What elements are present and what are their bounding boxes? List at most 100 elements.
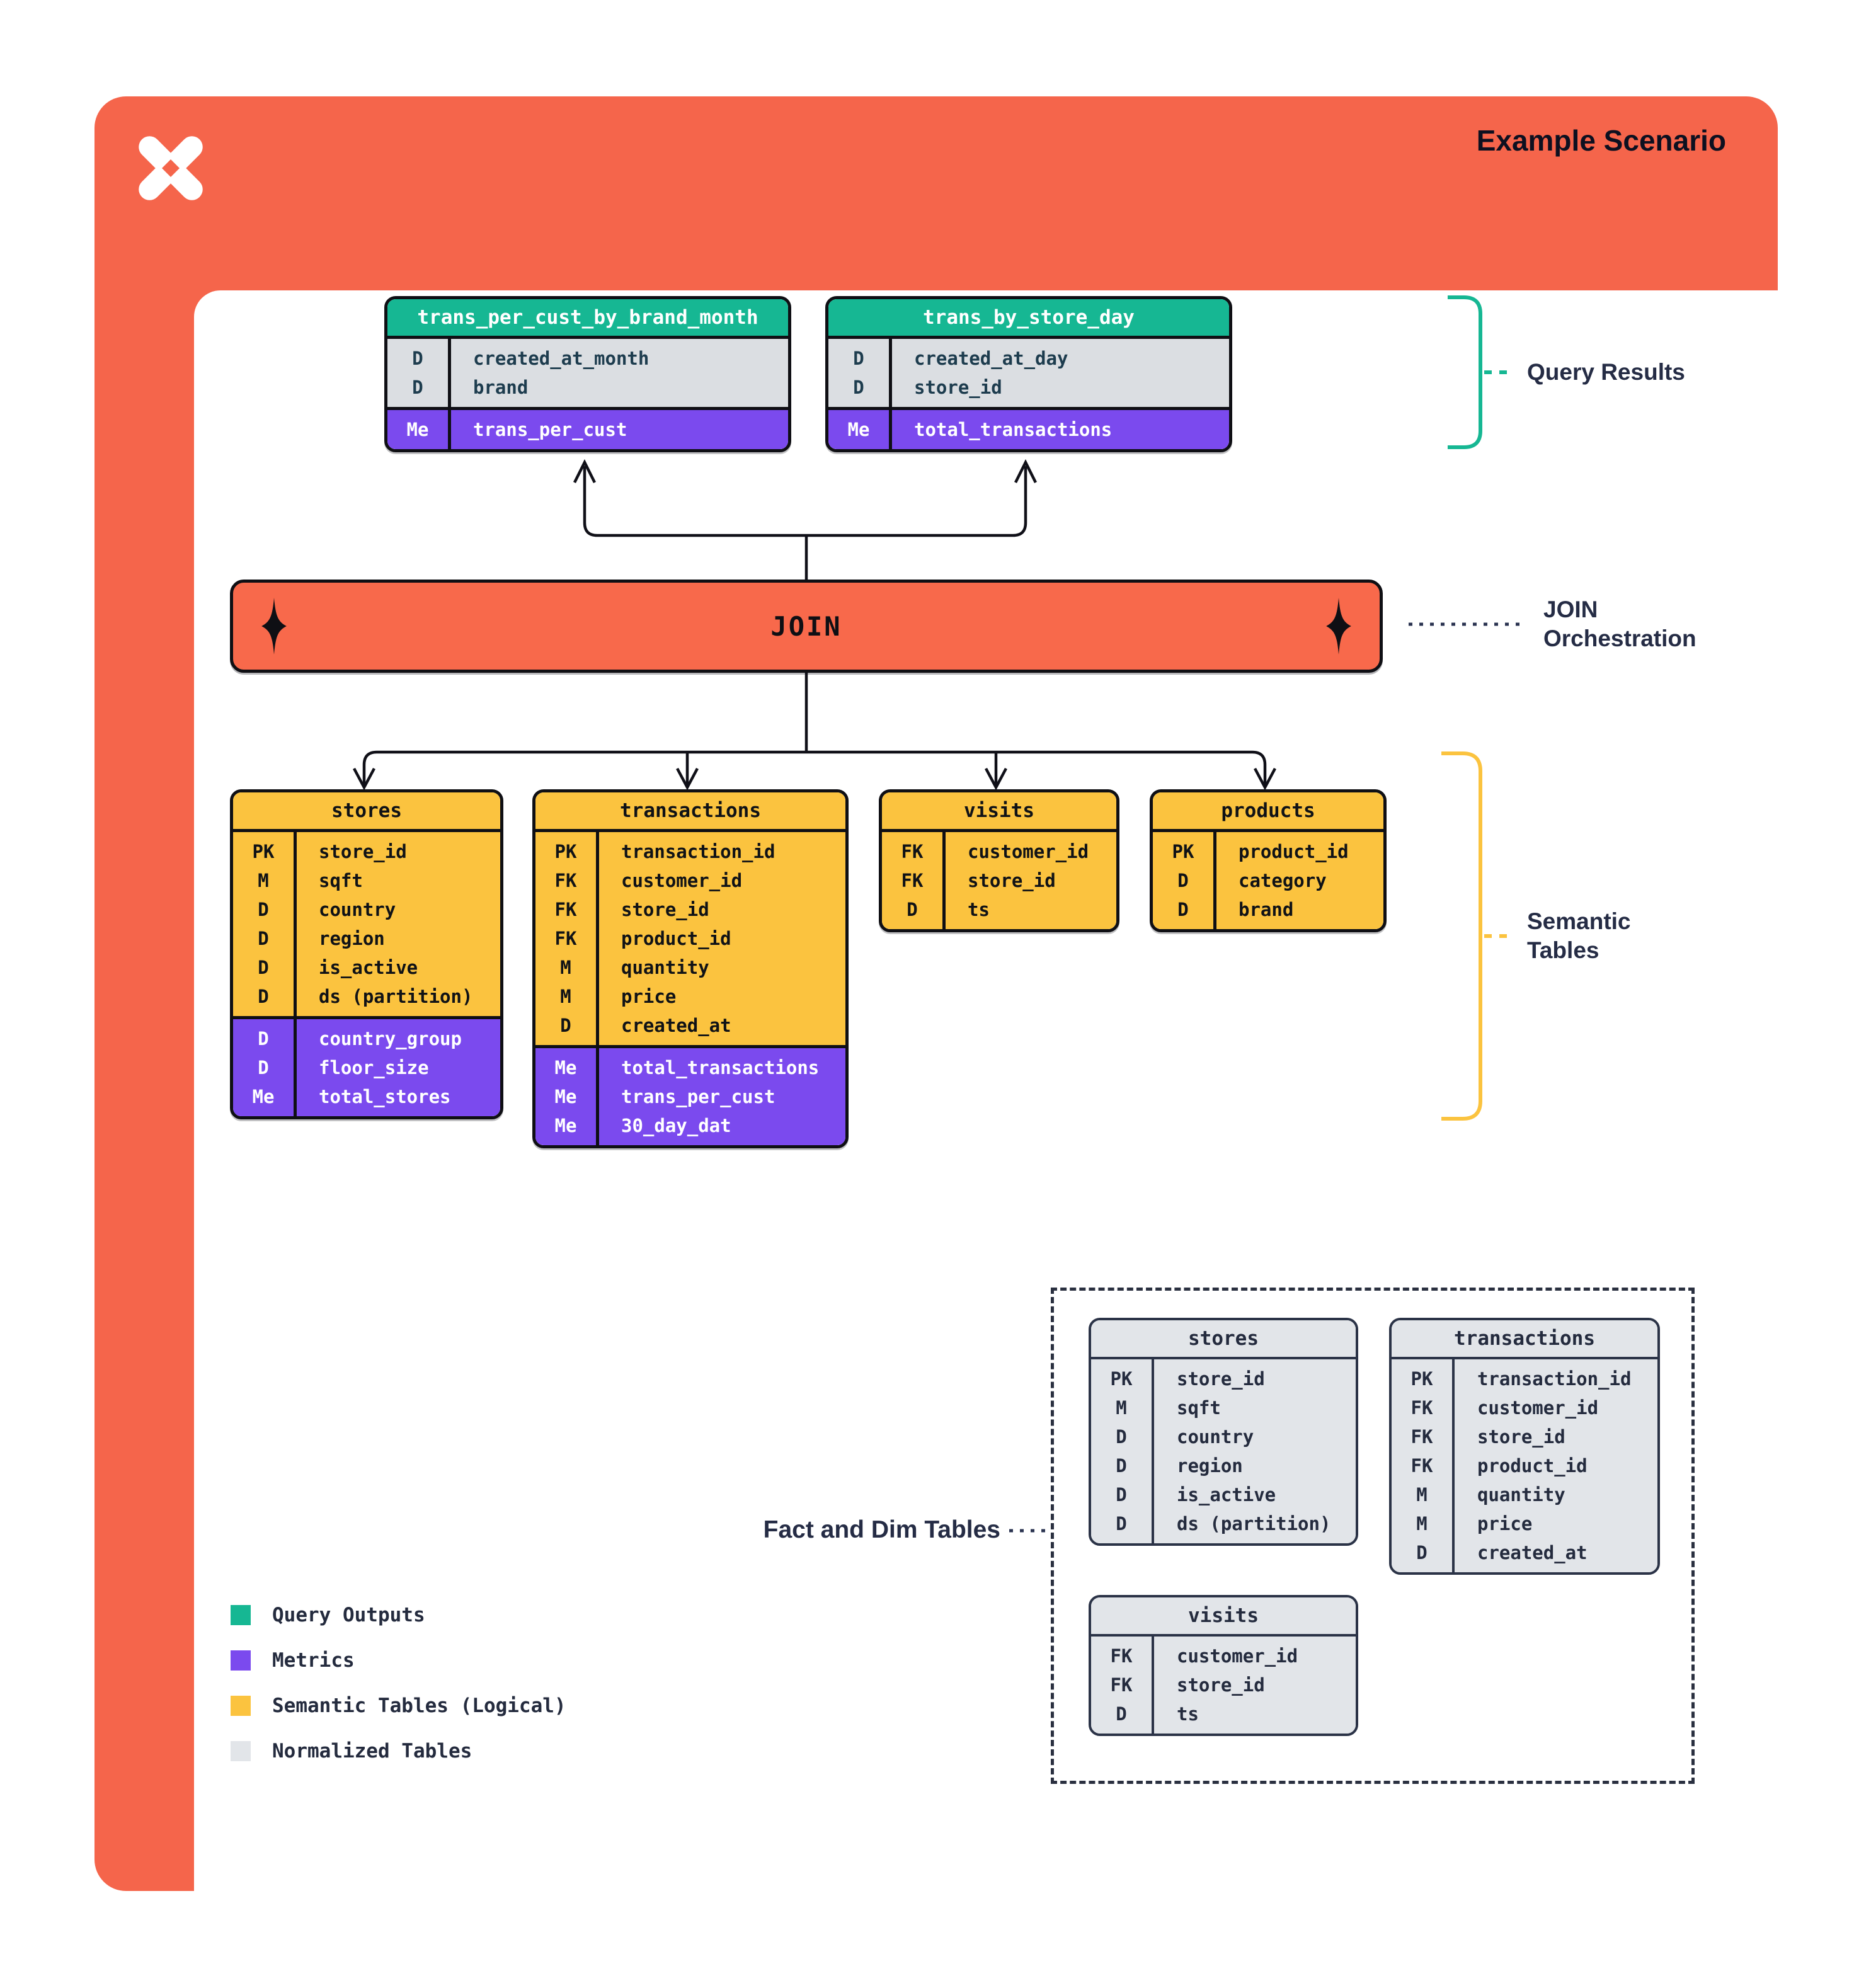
page-title: Example Scenario bbox=[1476, 124, 1726, 157]
row-name: product_id bbox=[621, 928, 731, 949]
row-name: transaction_id bbox=[1477, 1368, 1632, 1390]
row-key: D bbox=[412, 377, 423, 398]
row-key: FK bbox=[1110, 1645, 1133, 1667]
join-orchestration-line2: Orchestration bbox=[1543, 626, 1696, 651]
row-key: FK bbox=[1410, 1455, 1433, 1477]
row-name: quantity bbox=[1477, 1484, 1565, 1505]
row-key: Me bbox=[847, 419, 870, 440]
row-key: D bbox=[1177, 870, 1189, 891]
row-name: transaction_id bbox=[621, 841, 775, 862]
row-key: M bbox=[560, 957, 571, 978]
table-section-metrics: Me total_transactions bbox=[828, 407, 1229, 449]
row-key: Me bbox=[554, 1057, 577, 1078]
row-key: D bbox=[1116, 1513, 1127, 1534]
row-name: category bbox=[1239, 870, 1327, 891]
row-key: D bbox=[258, 1057, 269, 1078]
row-name: store_id bbox=[621, 899, 709, 920]
semantic-tables-line1: Semantic bbox=[1527, 908, 1631, 934]
row-key: M bbox=[1116, 1397, 1127, 1419]
row-key: D bbox=[258, 928, 269, 949]
table-title: visits bbox=[882, 792, 1116, 829]
legend-label: Query Outputs bbox=[272, 1604, 425, 1626]
row-name: region bbox=[319, 928, 385, 949]
row-name: customer_id bbox=[1477, 1397, 1599, 1419]
row-key: D bbox=[1116, 1703, 1127, 1725]
sparkle-diamond-icon bbox=[1326, 598, 1351, 654]
row-key: D bbox=[1116, 1426, 1127, 1448]
semantic-tables-line2: Tables bbox=[1527, 937, 1599, 963]
row-key: FK bbox=[901, 870, 924, 891]
row-key: D bbox=[1416, 1542, 1428, 1563]
fact-dim-tables-label: Fact and Dim Tables bbox=[763, 1516, 1000, 1543]
row-key: D bbox=[258, 957, 269, 978]
row-name: created_at_month bbox=[473, 348, 649, 369]
row-name: brand bbox=[473, 377, 529, 398]
table-title: transactions bbox=[1392, 1320, 1657, 1357]
row-key: D bbox=[853, 348, 864, 369]
pinwheel-star-logo-icon bbox=[139, 136, 203, 200]
join-orchestration-label: JOIN Orchestration bbox=[1543, 595, 1696, 653]
row-name: store_id bbox=[914, 377, 1002, 398]
join-orchestration-bar: JOIN bbox=[230, 580, 1383, 673]
row-key: D bbox=[1177, 899, 1189, 920]
row-name: ds (partition) bbox=[319, 986, 473, 1007]
table-title: stores bbox=[233, 792, 500, 829]
row-name: is_active bbox=[1177, 1484, 1276, 1505]
row-key: Me bbox=[554, 1086, 577, 1107]
row-name: brand bbox=[1239, 899, 1294, 920]
row-name: total_transactions bbox=[914, 419, 1113, 440]
row-name: country bbox=[1177, 1426, 1254, 1448]
legend-swatch bbox=[231, 1741, 251, 1761]
table-title: trans_per_cust_by_brand_month bbox=[387, 299, 788, 336]
row-key: D bbox=[560, 1015, 571, 1036]
row-name: is_active bbox=[319, 957, 418, 978]
diagram-surface bbox=[194, 290, 1867, 1982]
row-key: Me bbox=[252, 1086, 275, 1107]
legend-swatch bbox=[231, 1605, 251, 1625]
row-name: sqft bbox=[1177, 1397, 1221, 1419]
row-key: FK bbox=[1410, 1397, 1433, 1419]
legend-label: Metrics bbox=[272, 1649, 355, 1672]
row-key: PK bbox=[1410, 1368, 1433, 1390]
table-title: visits bbox=[1091, 1597, 1356, 1634]
query-results-label: Query Results bbox=[1527, 359, 1685, 385]
row-name: store_id bbox=[1177, 1674, 1265, 1696]
row-name: price bbox=[1477, 1513, 1533, 1534]
row-name: ts bbox=[968, 899, 990, 920]
row-key: FK bbox=[901, 841, 924, 862]
legend-label: Normalized Tables bbox=[272, 1740, 472, 1762]
row-key: PK bbox=[252, 841, 275, 862]
